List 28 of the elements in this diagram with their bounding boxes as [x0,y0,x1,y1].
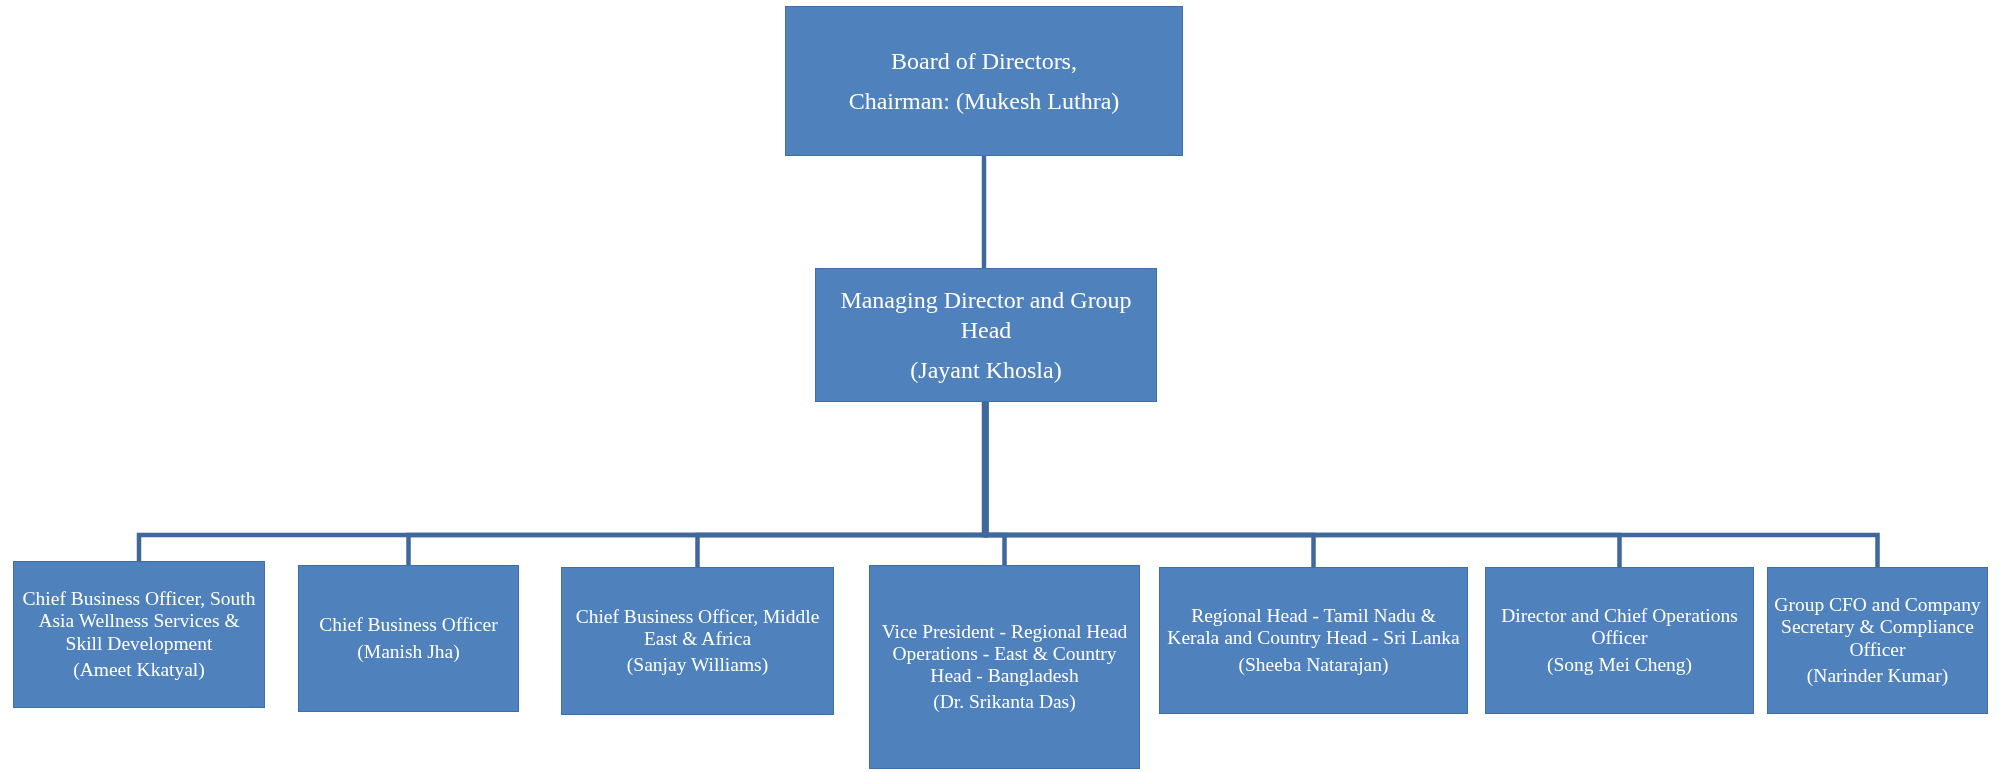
person-name: (Sheeba Natarajan) [1238,653,1389,676]
position-box [1767,567,1988,714]
position-box [298,565,519,712]
job-title: Chief Business Officer, Middle East & Africa [574,605,821,650]
job-title: Managing Director and Group Head [839,286,1133,345]
position-box [561,567,834,715]
person-name: (Manish Jha) [357,640,460,663]
position-box [1159,567,1468,714]
job-title: Chief Business Officer, South Asia Wellness Services & Skill Development [21,588,257,655]
person-name: Chairman: (Mukesh Luthra) [848,87,1120,116]
person-name: (Ameet Kkatyal) [73,658,205,681]
position-box [1485,567,1754,714]
job-title: Chief Business Officer [319,614,498,637]
position-box [785,6,1183,156]
position-box [13,561,265,708]
person-name: (Dr. Srikanta Das) [933,691,1076,714]
job-title: Director and Chief Operations Officer [1500,605,1739,650]
person-name: (Song Mei Cheng) [1546,653,1693,676]
position-box [869,565,1140,769]
person-name: (Jayant Khosla) [910,356,1062,385]
position-box [815,268,1157,402]
job-title: Vice President - Regional Head Operations - East & Country Head - Bangladesh [880,620,1129,688]
job-title: Board of Directors, [891,47,1077,76]
person-name: (Sanjay Williams) [626,654,769,677]
job-title: Regional Head - Tamil Nadu & Kerala and Country Head - Sri Lanka [1166,605,1461,650]
person-name: (Narinder Kumar) [1806,664,1949,687]
connector-line [983,402,1880,567]
job-title: Group CFO and Company Secretary & Compliance Officer [1774,594,1981,661]
